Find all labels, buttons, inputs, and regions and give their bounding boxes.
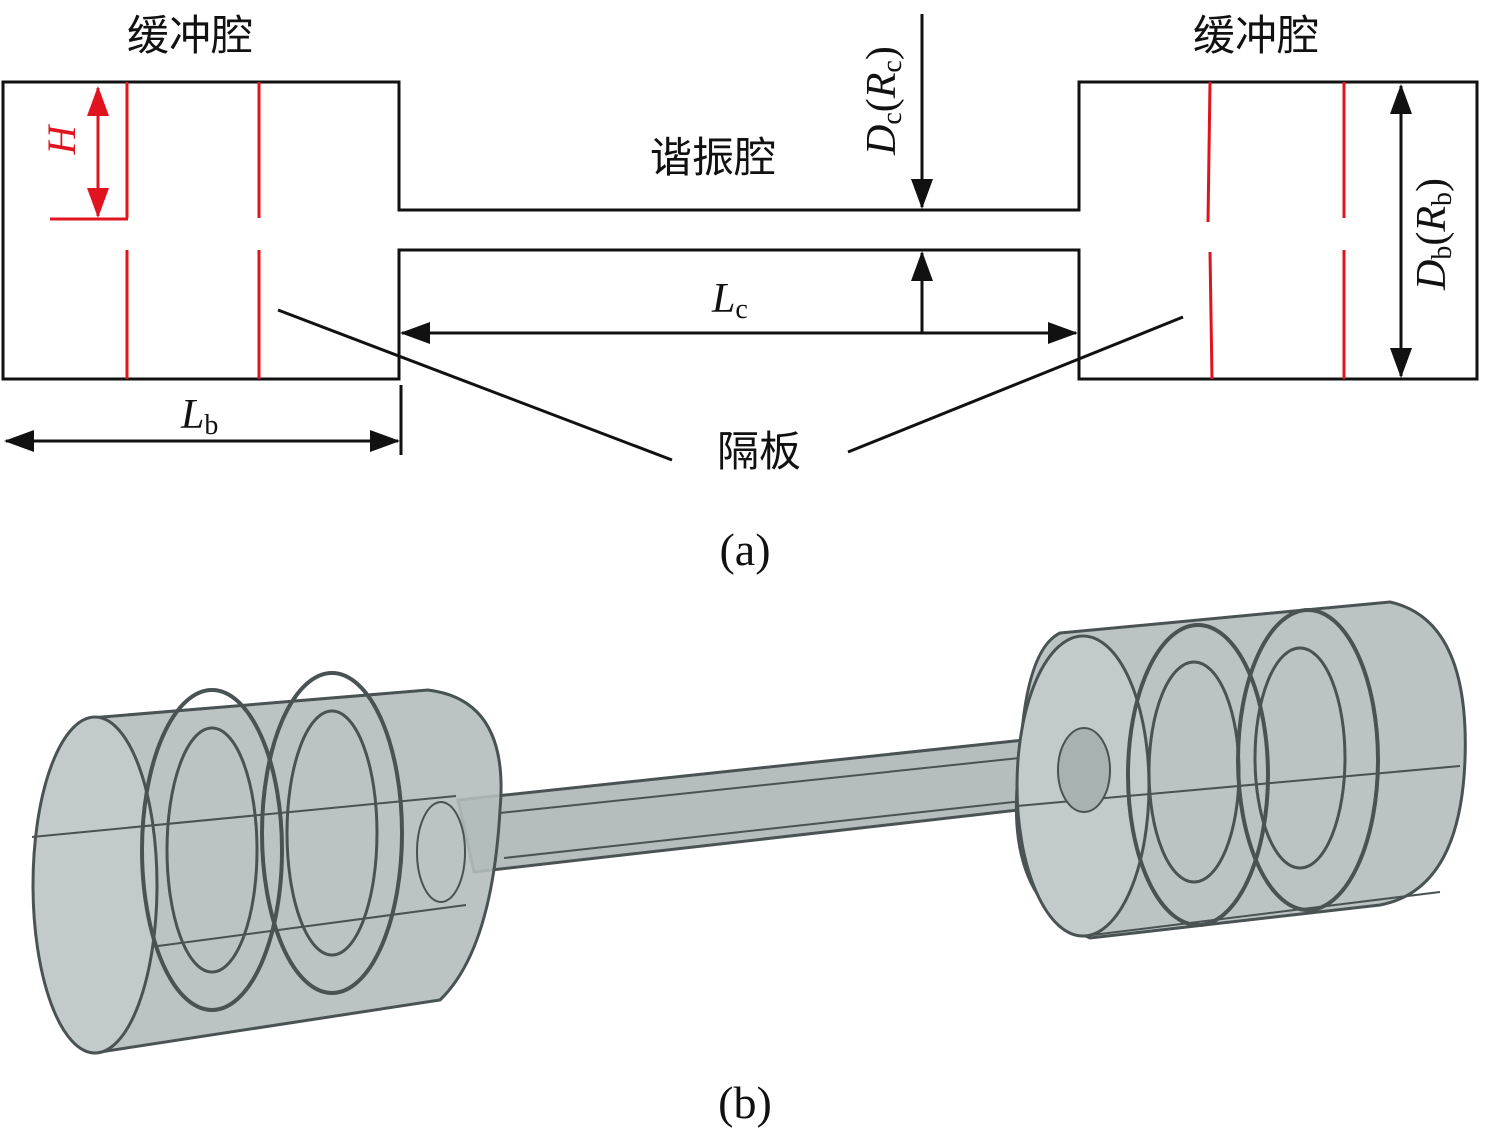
baffle-leaders	[277, 308, 1184, 462]
panel-b	[31, 600, 1467, 1055]
dim-Db: Db(Rb)	[1390, 84, 1458, 378]
buffer-cylinder-left-3d	[31, 671, 503, 1055]
right-baffles	[1206, 81, 1346, 380]
resonator-tube-3d	[456, 731, 1108, 874]
label-buffer-left: 缓冲腔	[127, 11, 253, 60]
dim-Lc: Lc	[400, 276, 1078, 344]
dim-Lb: Lb	[4, 385, 403, 455]
caption-a: (a)	[719, 524, 770, 575]
dim-H: H	[39, 86, 128, 221]
left-baffles	[125, 82, 261, 379]
panel-a: H Lb Lc Dc(Rc)	[1, 11, 1479, 575]
caption-b: (b)	[718, 1077, 772, 1128]
dim-Db-label: Db(Rb)	[1409, 178, 1458, 291]
label-baffle: 隔板	[717, 427, 801, 476]
label-buffer-right: 缓冲腔	[1193, 11, 1319, 60]
dim-H-label: H	[39, 123, 84, 155]
buffer-cylinder-right-3d	[1014, 600, 1467, 940]
dim-Dc-label: Dc(Rc)	[859, 46, 908, 156]
dim-Lc-label: Lc	[711, 276, 748, 325]
dim-Dc: Dc(Rc)	[859, 14, 933, 333]
baffle-right-1-top	[1206, 81, 1212, 223]
cavity-outline-upper	[1, 80, 1479, 381]
dim-Lb-label: Lb	[180, 392, 218, 441]
baffle-right-1-bottom	[1208, 251, 1214, 380]
label-resonator: 谐振腔	[650, 133, 776, 182]
